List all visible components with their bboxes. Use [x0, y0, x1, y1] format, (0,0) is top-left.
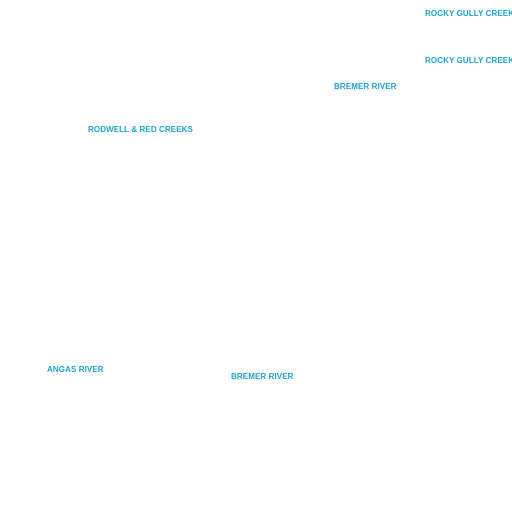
waterway-label-angas-river: ANGAS RIVER [47, 365, 104, 374]
waterway-label-bremer-river: BREMER RIVER [231, 372, 294, 381]
waterway-label-rocky-gully-creek: ROCKY GULLY CREEK [425, 56, 512, 65]
waterway-label-rodwell-red-creeks: RODWELL & RED CREEKS [88, 125, 193, 134]
waterway-label-bremer-river: BREMER RIVER [334, 82, 397, 91]
waterway-label-rocky-gully-creek: ROCKY GULLY CREEK [425, 9, 512, 18]
